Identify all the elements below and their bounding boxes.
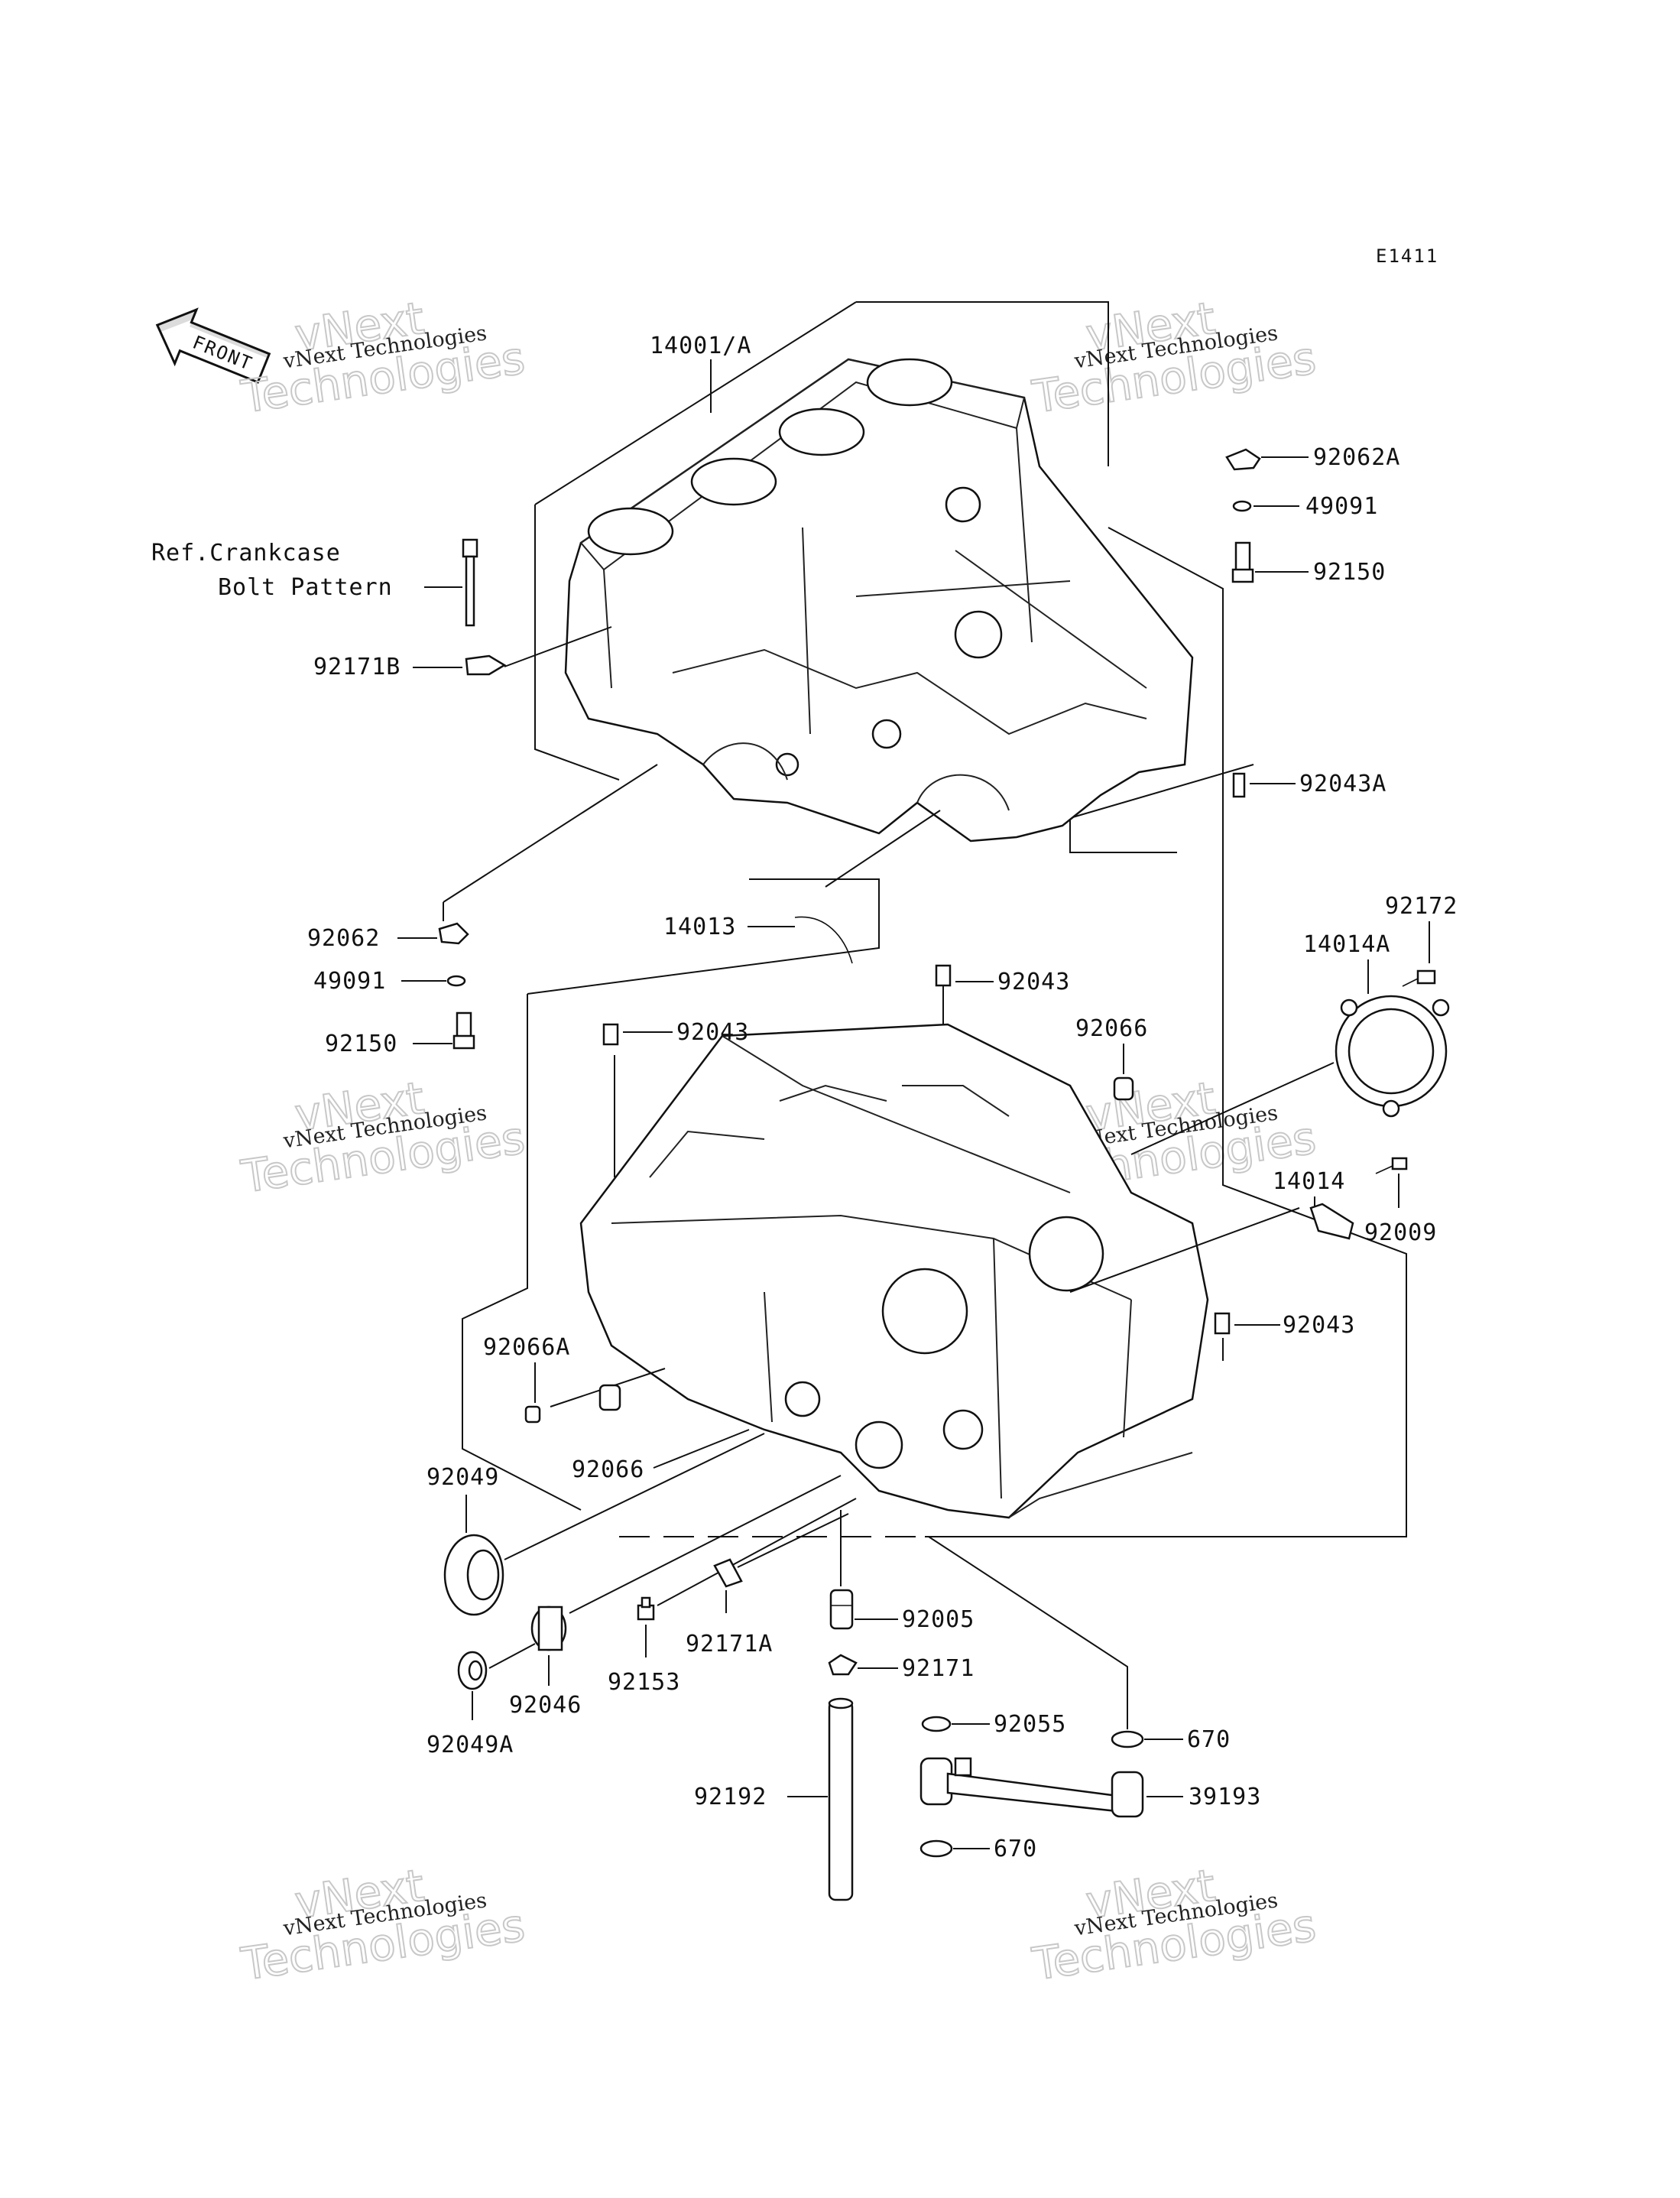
lower-crankcase-block — [579, 1023, 1209, 1519]
label-92150-top: 92150 — [1313, 559, 1386, 586]
ref-note-line2: Bolt Pattern — [218, 574, 393, 601]
label-92172: 92172 — [1385, 893, 1458, 920]
label-92009: 92009 — [1364, 1219, 1437, 1246]
upper-crankcase-block — [564, 358, 1194, 843]
label-92055: 92055 — [994, 1711, 1066, 1738]
label-92062: 92062 — [307, 925, 380, 952]
label-14013: 14013 — [663, 914, 736, 940]
plate-14014-icon — [1309, 1203, 1354, 1240]
bolt-92150-icon — [452, 1011, 475, 1050]
ref-bolt-icon — [462, 538, 478, 627]
clamp-92062-icon — [438, 922, 469, 945]
label-670-top: 670 — [1187, 1726, 1231, 1753]
cover-14014A-icon — [1335, 995, 1450, 1118]
seal-92049-icon — [443, 1534, 504, 1616]
label-92049A: 92049A — [426, 1732, 514, 1758]
label-92066A: 92066A — [483, 1334, 570, 1361]
dowel-92043-b-icon — [602, 1023, 619, 1046]
bearing-92046-icon — [530, 1605, 567, 1651]
oring-670-bottom-icon — [919, 1839, 953, 1858]
jet-92066A-icon — [524, 1405, 541, 1424]
bolt-92009-icon — [1375, 1157, 1408, 1174]
oring-670-top-icon — [1111, 1730, 1144, 1748]
dowel-92043-c-icon — [1214, 1312, 1231, 1335]
bolt-92150-top-icon — [1231, 541, 1254, 583]
label-14014: 14014 — [1273, 1168, 1345, 1195]
washer-49091-top-icon — [1232, 500, 1252, 512]
watermark-bottom-left: vNext Technologies vNext Technologies — [237, 1859, 528, 1992]
label-92150: 92150 — [325, 1031, 397, 1057]
jet-92066-top-icon — [1113, 1076, 1134, 1101]
label-49091-top: 49091 — [1305, 493, 1378, 520]
bolt-92172-icon — [1402, 969, 1436, 987]
oring-92055-icon — [921, 1716, 952, 1732]
label-49091: 49091 — [313, 968, 386, 995]
clamp-92171-icon — [828, 1654, 858, 1676]
label-92043-c: 92043 — [1283, 1312, 1355, 1339]
watermark-mid-left: vNext Technologies vNext Technologies — [237, 1071, 528, 1204]
washer-49091-icon — [446, 975, 466, 987]
label-14014A: 14014A — [1303, 931, 1390, 958]
label-92171: 92171 — [902, 1655, 975, 1682]
dowel-92043A-icon — [1232, 772, 1246, 798]
fitting-92005-icon — [829, 1589, 854, 1630]
label-92171A: 92171A — [686, 1631, 773, 1657]
label-92062A: 92062A — [1313, 444, 1400, 471]
ref-note-line1: Ref.Crankcase — [151, 540, 341, 567]
label-92066: 92066 — [572, 1456, 644, 1483]
label-92066-top: 92066 — [1075, 1015, 1148, 1042]
clamp-92171B-icon — [465, 654, 507, 676]
watermark-top-left: vNext Technologies vNext Technologies — [237, 291, 528, 424]
label-670-bottom: 670 — [994, 1836, 1037, 1862]
watermark-top-right: vNext Technologies vNext Technologies — [1028, 291, 1319, 424]
label-92049: 92049 — [426, 1464, 499, 1491]
label-92046: 92046 — [509, 1692, 582, 1719]
label-92043A: 92043A — [1299, 771, 1386, 797]
label-92171B: 92171B — [313, 654, 401, 680]
label-92043-a: 92043 — [997, 969, 1070, 995]
hose-92192-icon — [828, 1697, 854, 1901]
label-92192: 92192 — [694, 1784, 767, 1810]
seal-92049A-icon — [457, 1651, 488, 1690]
label-92005: 92005 — [902, 1606, 975, 1633]
jet-92066-icon — [598, 1384, 621, 1411]
label-92043-b: 92043 — [676, 1019, 749, 1046]
label-14001A: 14001/A — [650, 333, 751, 359]
label-92153: 92153 — [608, 1669, 680, 1696]
diagram-code: E1411 — [1376, 245, 1438, 267]
part-92062A-icon — [1225, 448, 1261, 471]
clamp-92171A-icon — [713, 1558, 743, 1588]
dowel-92043-a-icon — [935, 964, 952, 987]
pipe-39193-icon — [919, 1757, 1144, 1818]
watermark-bottom-right: vNext Technologies vNext Technologies — [1028, 1859, 1319, 1992]
bolt-92153-icon — [637, 1596, 655, 1621]
bearing-14013-icon — [794, 916, 853, 964]
label-39193: 39193 — [1189, 1784, 1261, 1810]
